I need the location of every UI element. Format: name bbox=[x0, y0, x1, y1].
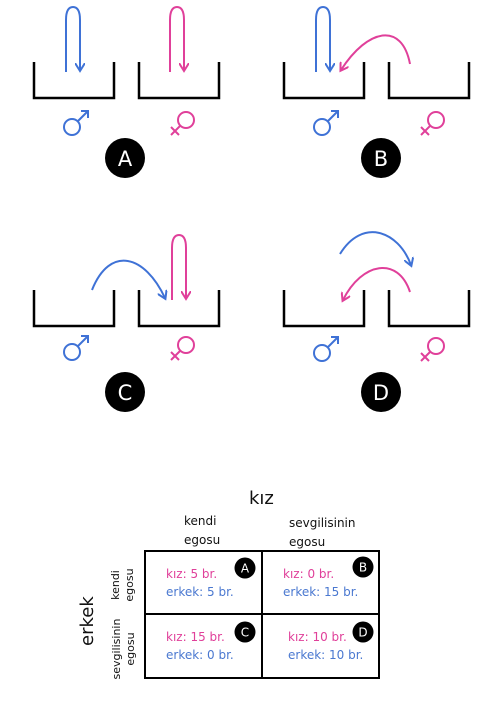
male-container bbox=[282, 62, 366, 100]
scenario-badge-label: A bbox=[118, 147, 133, 171]
row-header-line: egosu bbox=[124, 632, 137, 666]
scenario-badge-label: C bbox=[118, 381, 133, 405]
male-symbol-icon bbox=[63, 110, 89, 136]
cell-c-kiz-value: kız: 15 br. bbox=[166, 630, 225, 644]
cell-a-erkek-value: erkek: 5 br. bbox=[166, 585, 234, 599]
male-symbol-icon bbox=[313, 336, 339, 362]
cell-badge-label: B bbox=[359, 561, 367, 575]
column-header-line: kendi bbox=[184, 514, 217, 528]
row-header-kendi-egosu: kendi egosu bbox=[109, 565, 137, 605]
female-symbol-icon bbox=[170, 111, 195, 136]
female-container bbox=[387, 62, 471, 100]
cell-d-kiz-value: kız: 10 br. bbox=[288, 630, 347, 644]
row-header-line: sevgilisinin bbox=[110, 618, 123, 680]
scenario-b: B bbox=[282, 5, 471, 178]
female-symbol-icon bbox=[170, 336, 195, 361]
female-self-arrow bbox=[171, 233, 186, 300]
column-header-line: egosu bbox=[184, 533, 221, 547]
scenario-badge: B bbox=[361, 138, 401, 178]
male-container bbox=[32, 62, 116, 100]
scenario-badge: A bbox=[105, 138, 145, 178]
column-header-line: egosu bbox=[289, 535, 326, 549]
cell-badge-c: C bbox=[234, 621, 256, 643]
cell-b-kiz-value: kız: 0 br. bbox=[283, 567, 335, 581]
cell-badge-label: C bbox=[241, 626, 249, 640]
female-symbol-icon bbox=[420, 111, 445, 136]
male-container bbox=[32, 290, 116, 328]
female-container bbox=[387, 290, 471, 328]
male-to-female-arrow bbox=[91, 259, 165, 298]
matrix-row-title: erkek bbox=[77, 596, 98, 646]
scenario-badge: C bbox=[105, 372, 145, 412]
scenario-badge-label: D bbox=[373, 381, 389, 405]
female-container bbox=[137, 62, 221, 100]
row-header-sevgilisinin-egosu: sevgilisinin egosu bbox=[110, 614, 138, 684]
scenario-c: C bbox=[32, 233, 221, 412]
female-self-arrow bbox=[169, 5, 184, 72]
scenario-a: A bbox=[32, 5, 221, 178]
column-header-kendi-egosu: kendi egosu bbox=[184, 512, 220, 550]
cell-d-erkek-value: erkek: 10 br. bbox=[288, 648, 364, 662]
cell-badge-a: A bbox=[234, 557, 256, 579]
cell-badge-d: D bbox=[352, 621, 374, 643]
male-symbol-icon bbox=[63, 335, 89, 361]
male-to-female-arrow bbox=[339, 231, 411, 265]
cell-a-kiz-value: kız: 5 br. bbox=[166, 567, 218, 581]
scenario-badge-label: B bbox=[374, 147, 388, 171]
female-to-male-arrow bbox=[343, 267, 411, 300]
female-container bbox=[137, 290, 221, 328]
cell-b-erkek-value: erkek: 15 br. bbox=[283, 585, 359, 599]
male-self-arrow bbox=[315, 5, 330, 72]
female-symbol-icon bbox=[420, 337, 445, 362]
row-header-line: egosu bbox=[123, 568, 136, 602]
cell-c-erkek-value: erkek: 0 br. bbox=[166, 648, 234, 662]
cell-badge-b: B bbox=[352, 556, 374, 578]
male-symbol-icon bbox=[313, 110, 339, 136]
matrix-column-title: kız bbox=[249, 488, 274, 509]
cell-badge-label: A bbox=[241, 562, 250, 576]
row-header-line: kendi bbox=[109, 570, 122, 600]
male-container bbox=[282, 290, 366, 328]
cell-badge-label: D bbox=[358, 626, 367, 640]
scenario-d: D bbox=[282, 231, 471, 412]
female-to-male-arrow bbox=[341, 34, 411, 70]
scenario-badge: D bbox=[361, 372, 401, 412]
column-header-line: sevgilisinin bbox=[289, 516, 356, 530]
column-header-sevgilisinin-egosu: sevgilisinin egosu bbox=[289, 514, 356, 552]
payoff-matrix-grid bbox=[144, 550, 380, 679]
male-self-arrow bbox=[65, 5, 80, 72]
